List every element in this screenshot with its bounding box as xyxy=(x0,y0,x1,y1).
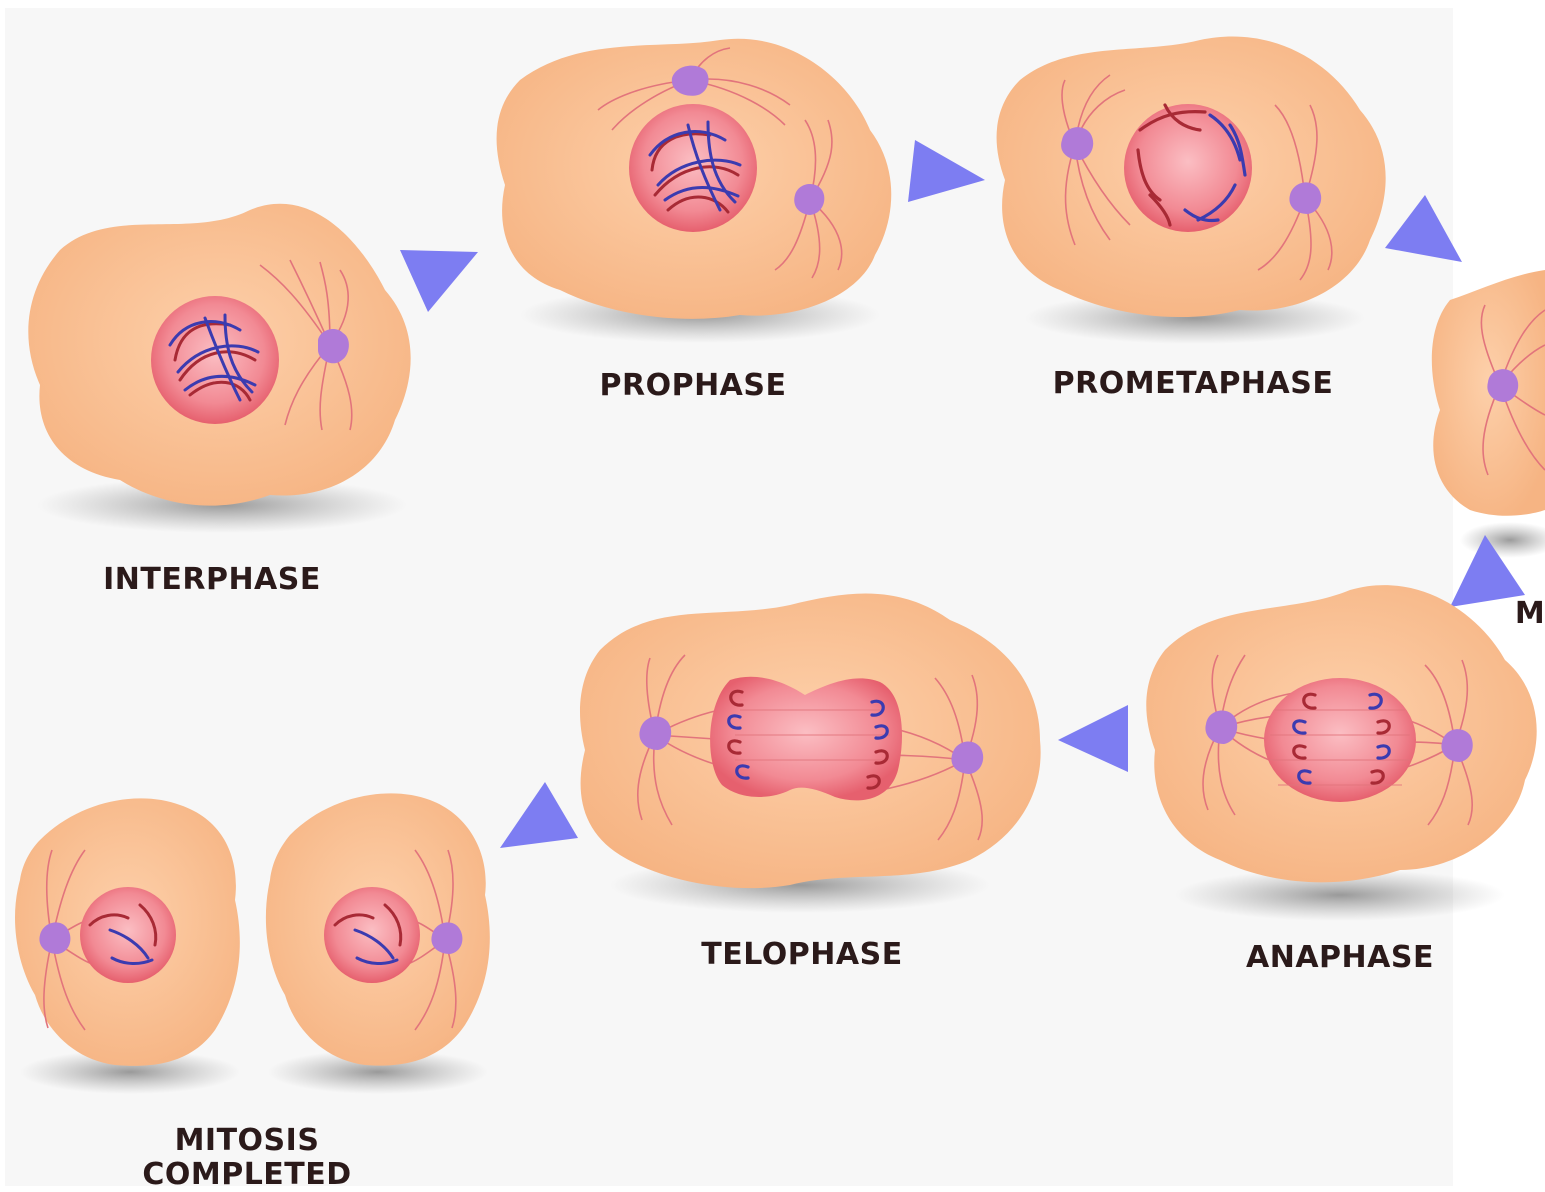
label-anaphase: ANAPHASE xyxy=(1246,940,1434,975)
cytoplasm xyxy=(1432,270,1545,516)
nucleus xyxy=(710,677,902,801)
label-interphase: INTERPHASE xyxy=(103,562,321,597)
cell-shadow xyxy=(1460,522,1545,558)
nucleus xyxy=(151,296,279,424)
label-telophase: TELOPHASE xyxy=(701,937,902,972)
label-completed-line2: COMPLETED xyxy=(142,1158,351,1192)
label-prophase: PROPHASE xyxy=(599,368,786,403)
label-prometaphase: PROMETAPHASE xyxy=(1053,366,1334,401)
nucleus xyxy=(80,887,176,983)
label-completed-line1: MITOSIS xyxy=(142,1124,351,1158)
nucleus xyxy=(1264,678,1416,802)
label-mitosis-completed: MITOSIS COMPLETED xyxy=(142,1124,351,1192)
label-metaphase-partial: M xyxy=(1515,596,1545,631)
centrosome xyxy=(1487,369,1518,402)
nucleus xyxy=(324,887,420,983)
